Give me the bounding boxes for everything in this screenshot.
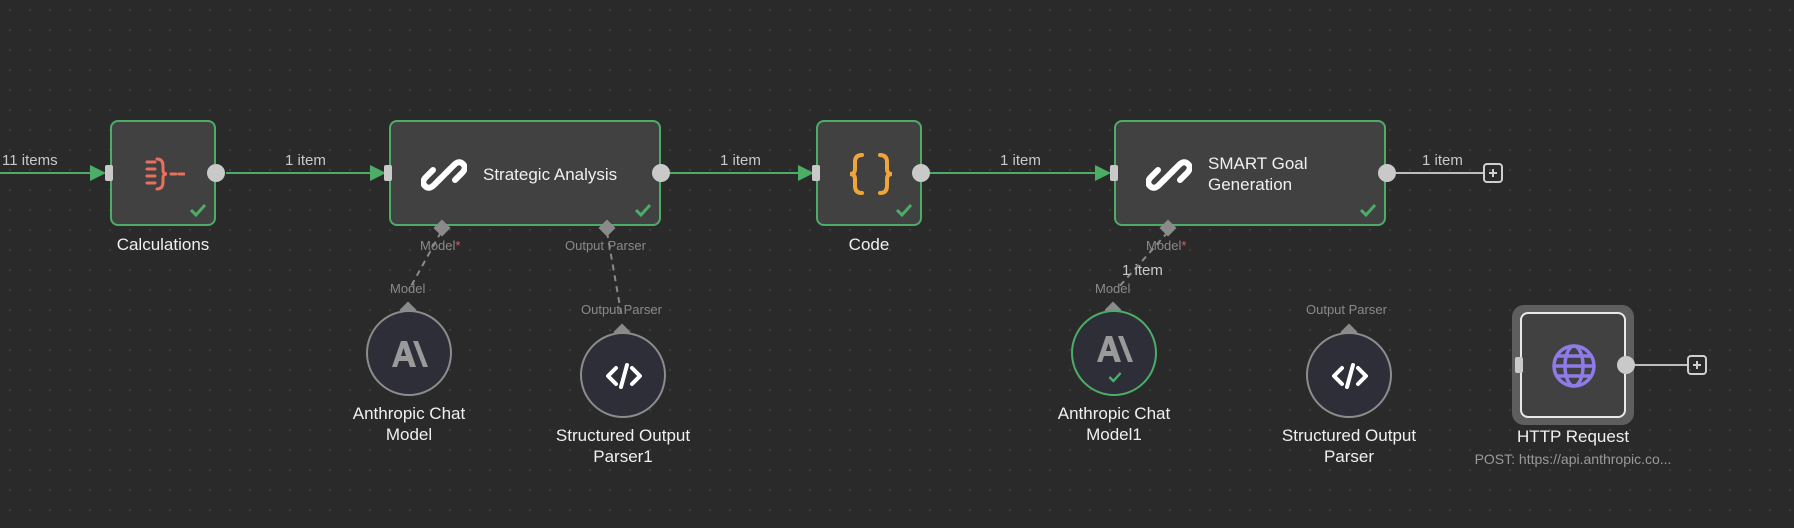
code-label: Code	[848, 235, 890, 254]
structured-output-parser-label: Structured Output Parser	[1281, 426, 1417, 466]
http-input-handle[interactable]	[1515, 357, 1523, 373]
smart-goal-title: SMART Goal Generation	[1208, 154, 1308, 194]
incoming-items-label: 11 items	[2, 152, 58, 169]
code-node[interactable]	[816, 120, 922, 226]
smart-model-items-label: 1 item	[1122, 262, 1163, 279]
anthropic-chat-model1-label: Anthropic Chat Model1	[1057, 404, 1171, 444]
strategic-output-handle[interactable]	[652, 164, 670, 182]
calculations-output-handle[interactable]	[207, 164, 225, 182]
code-to-smart-items-label: 1 item	[1000, 152, 1041, 169]
strategic-input-handle[interactable]	[384, 165, 392, 181]
parser-sub-connection[interactable]	[606, 231, 623, 319]
success-check-icon	[1359, 203, 1377, 218]
success-check-icon	[634, 203, 652, 218]
strategic-analysis-title: Strategic Analysis	[483, 165, 618, 184]
strategic-model-port-label: Model*	[420, 238, 460, 253]
smart-goal-generation-node[interactable]: SMART Goal Generation	[1114, 120, 1386, 226]
smart-output-handle[interactable]	[1378, 164, 1396, 182]
success-check-icon	[189, 203, 207, 218]
anthropic-model1-port-label: Model	[1095, 281, 1131, 296]
strategic-analysis-node[interactable]: Strategic Analysis	[389, 120, 661, 226]
calculations-icon	[145, 157, 185, 191]
http-request-label: HTTP Request	[1516, 427, 1630, 446]
code-input-handle[interactable]	[812, 165, 820, 181]
smart-input-handle[interactable]	[1110, 165, 1118, 181]
code-tag-icon	[1332, 363, 1368, 389]
http-request-subtitle: POST: https://api.anthropic.co...	[1474, 451, 1672, 467]
http-request-node[interactable]	[1520, 312, 1626, 418]
chain-link-icon	[421, 159, 467, 191]
code-tag-icon	[606, 363, 642, 389]
strategic-parser-port-label: Output Parser	[565, 238, 647, 253]
add-node-after-smart-button[interactable]	[1483, 163, 1503, 183]
code-output-handle[interactable]	[912, 164, 930, 182]
success-check-icon	[895, 203, 913, 218]
anthropic-model-port-label: Model	[390, 281, 426, 296]
globe-icon	[1552, 344, 1596, 388]
anthropic-chat-model1-node[interactable]	[1071, 310, 1157, 396]
success-check-icon	[1108, 372, 1122, 383]
calculations-label: Calculations	[116, 235, 210, 254]
anthropic-chat-model-label: Anthropic Chat Model	[352, 404, 466, 444]
parser1-port-label: Output Parser	[581, 302, 663, 317]
parser-port-label: Output Parser	[1306, 302, 1388, 317]
calculations-node[interactable]	[110, 120, 216, 226]
chain-link-icon	[1146, 159, 1192, 191]
calc-to-strategic-items-label: 1 item	[285, 152, 326, 169]
curly-braces-icon	[849, 153, 893, 195]
calculations-input-handle[interactable]	[105, 165, 113, 181]
structured-output-parser1-node[interactable]	[580, 332, 666, 418]
anthropic-chat-model-node[interactable]	[366, 310, 452, 396]
smart-output-items-label: 1 item	[1422, 152, 1463, 169]
smart-model-port-label: Model*	[1146, 238, 1186, 253]
strategic-to-code-items-label: 1 item	[720, 152, 761, 169]
structured-output-parser1-label: Structured Output Parser1	[555, 426, 691, 466]
structured-output-parser-node[interactable]	[1306, 332, 1392, 418]
anthropic-logo-icon	[1097, 336, 1133, 362]
add-node-after-http-button[interactable]	[1687, 355, 1707, 375]
http-output-handle[interactable]	[1617, 356, 1635, 374]
smart-model-sub-connection[interactable]	[1117, 231, 1169, 289]
anthropic-logo-icon	[392, 341, 428, 367]
